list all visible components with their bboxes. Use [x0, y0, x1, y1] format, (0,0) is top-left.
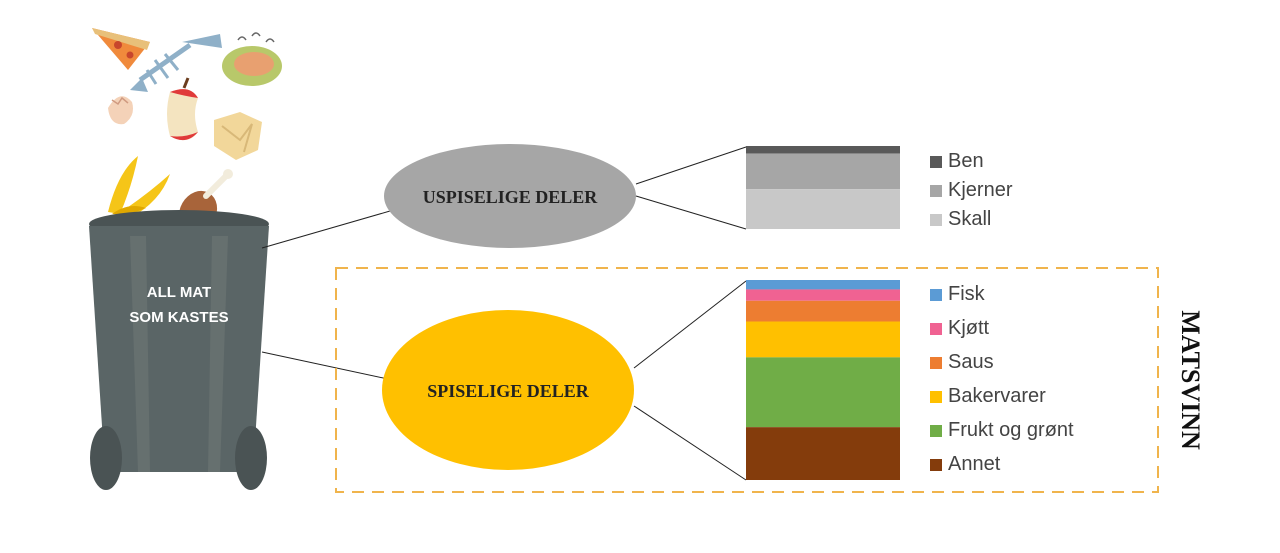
bin-label-line1: ALL MAT [147, 284, 211, 301]
legend-swatch [930, 357, 942, 369]
waste-bin: ALL MAT SOM KASTES [89, 210, 269, 490]
edible-parts-ellipse [382, 310, 634, 470]
meat-icon [222, 32, 282, 86]
legend-label: Kjerner [948, 179, 1013, 201]
legend-swatch [930, 289, 942, 301]
bar-segment-ben [746, 146, 900, 154]
edible-stacked-bar [746, 280, 900, 480]
legend-swatch [930, 156, 942, 168]
connector-edible-bar-bottom [633, 405, 747, 481]
connector-inedible-bar-top [635, 146, 747, 185]
legend-label: Kjøtt [948, 317, 990, 339]
inedible-stacked-bar [746, 146, 900, 229]
inedible-parts-ellipse [384, 144, 636, 248]
legend-label: Fisk [948, 283, 986, 305]
bar-segment-bakervarer [746, 321, 900, 358]
bar-segment-skall [746, 189, 900, 229]
inedible-parts-label: USPISELIGE DELER [423, 187, 599, 207]
bar-segment-frukt-og-grønt [746, 357, 900, 428]
connector-bin-edible [261, 351, 389, 380]
legend-swatch [930, 185, 942, 197]
apple-core-icon [167, 77, 198, 141]
fish-bone-icon [130, 34, 222, 92]
bin-wheel-left [90, 426, 122, 490]
legend-label: Saus [948, 351, 994, 373]
matsvinn-frame [335, 267, 1159, 493]
connector-bin-inedible [261, 210, 391, 249]
pizza-slice-icon [92, 28, 150, 70]
connector-inedible-bar-bottom [635, 195, 747, 230]
legend-label: Annet [948, 453, 1001, 475]
legend-label: Bakervarer [948, 385, 1046, 407]
crumpled-paper-icon [214, 112, 262, 160]
food-scraps [92, 28, 282, 234]
bar-segment-saus [746, 300, 900, 322]
eggshell-icon [108, 96, 133, 125]
bin-wheel-right [235, 426, 267, 490]
legend-swatch [930, 391, 942, 403]
legend-swatch [930, 323, 942, 335]
legend-swatch [930, 425, 942, 437]
matsvinn-label: MATSVINN [1176, 310, 1205, 450]
bar-segment-kjerner [746, 153, 900, 190]
bar-segment-kjøtt [746, 289, 900, 301]
bar-segment-fisk [746, 280, 900, 290]
legend-label: Frukt og grønt [948, 419, 1074, 441]
edible-parts-label: SPISELIGE DELER [427, 381, 590, 401]
legend-label: Ben [948, 150, 984, 172]
legend-swatch [930, 214, 942, 226]
connector-edible-bar-top [633, 280, 747, 369]
legend-swatch [930, 459, 942, 471]
legend-label: Skall [948, 208, 991, 230]
bin-label-line2: SOM KASTES [129, 309, 228, 326]
banana-peel-icon [108, 156, 170, 218]
bar-segment-annet [746, 427, 900, 480]
